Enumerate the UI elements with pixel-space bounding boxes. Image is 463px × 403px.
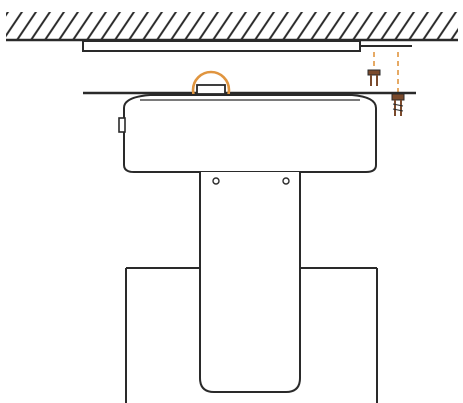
camera-stem	[199, 172, 301, 393]
screw-icon	[367, 69, 381, 86]
camera-side-button	[118, 117, 126, 133]
camera-body	[118, 94, 377, 173]
camera-dome	[123, 94, 377, 173]
screw-icon	[391, 93, 405, 116]
mount-tab	[196, 84, 226, 95]
ceiling-bracket	[82, 40, 412, 52]
bracket-plate	[82, 40, 361, 52]
ceiling-hatch	[6, 12, 458, 40]
alignment-guides	[373, 52, 399, 98]
base-housing	[125, 267, 378, 403]
stem-outline	[199, 172, 301, 393]
stem-screw-right	[282, 177, 290, 185]
ceiling	[6, 12, 458, 42]
stem-screw-left	[212, 177, 220, 185]
